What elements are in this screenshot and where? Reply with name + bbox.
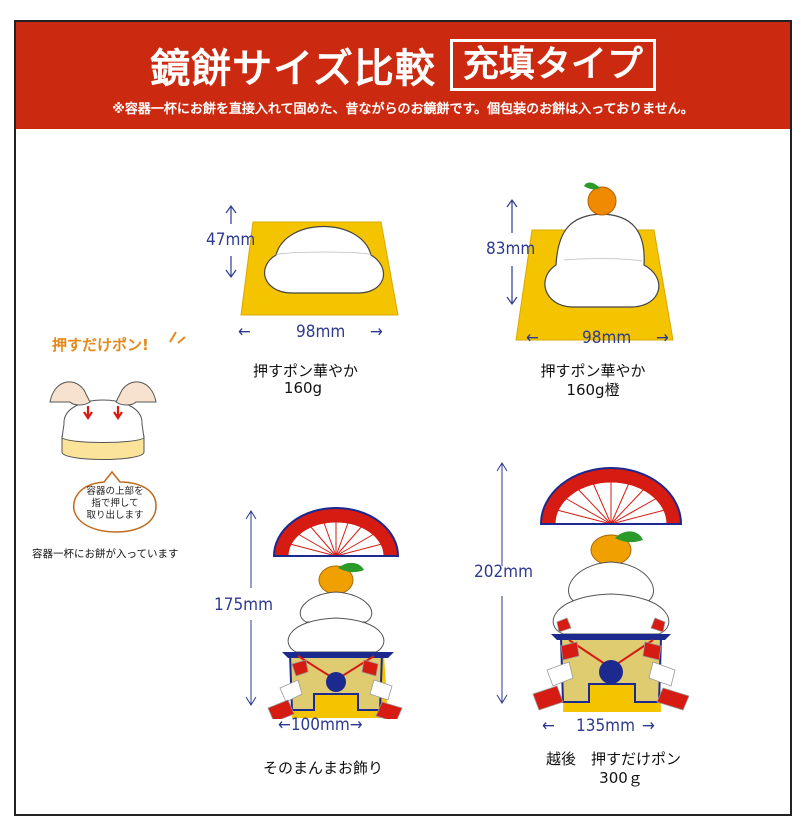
product-4-prefix: 越後 (545, 750, 576, 768)
banner-note: ※容器一杯にお餅を直接入れて固めた、昔ながらのお鏡餅です。個包装のお餅は入ってお… (112, 102, 694, 117)
side-caption: 容器一杯にお餅が入っています (32, 548, 179, 560)
height-arrow-1 (225, 204, 237, 279)
knot-icon (326, 672, 346, 692)
mochi-in-cup (61, 399, 145, 443)
product-4-name: 押すだけポン (590, 750, 681, 768)
width-arrow-right-2: → (656, 328, 669, 348)
leaf-icon (338, 562, 364, 573)
product-1-weight: 160g (283, 379, 323, 397)
bubble-line-2: 指で押して (91, 498, 139, 509)
leaf-icon (584, 182, 600, 190)
mochi-bottom (552, 593, 670, 635)
product-2-weight: 160g橙 (566, 381, 620, 399)
height-arrow-4 (496, 462, 508, 704)
product-4-weight: 300ｇ (599, 769, 643, 787)
mochi-top (568, 561, 654, 603)
push-arrow-right (113, 406, 123, 420)
height-arrow-3 (245, 510, 257, 706)
product-1-name: 押すポン華やか (253, 362, 359, 380)
mochi-shape (544, 213, 660, 308)
product-2-name: 押すポン華やか (540, 362, 646, 380)
product-3-name: そのまんまお飾り (262, 759, 383, 777)
height-label-2: 83mm (486, 239, 536, 259)
bubble-line-3: 取り出します (86, 510, 144, 521)
width-label-3: ←100mm→ (278, 715, 363, 735)
push-illustration (49, 381, 157, 460)
speech-bubble (72, 470, 157, 533)
product-1-illustration (240, 221, 399, 316)
product-3-illustration (267, 507, 403, 719)
mochi-bottom (287, 617, 385, 653)
push-arrow-left (83, 406, 93, 420)
width-arrow-right-1: → (370, 322, 383, 342)
page-frame: 鏡餅サイズ比較 充填タイプ ※容器一杯にお餅を直接入れて固めた、昔ながらのお鏡餅… (14, 20, 792, 816)
product-2-illustration (515, 182, 674, 341)
width-arrow-left-4: ← (542, 716, 555, 736)
bubble-line-1: 容器の上部を (86, 486, 144, 497)
width-label-1: 98mm (296, 322, 346, 342)
leaf-icon (615, 531, 643, 543)
product-4-illustration (532, 467, 690, 712)
knot-icon (599, 660, 623, 684)
height-label-4: 202mm (474, 562, 533, 582)
width-arrow-left-1: ← (238, 322, 251, 342)
mochi-line (563, 258, 643, 262)
right-hand-icon (115, 381, 157, 406)
page-title: 鏡餅サイズ比較 (150, 46, 436, 92)
height-label-3: 175mm (214, 595, 273, 615)
height-label-1: 47mm (206, 230, 256, 250)
left-hand-icon (49, 381, 91, 406)
push-catch: 押すだけポン! (52, 336, 149, 354)
title-banner: 鏡餅サイズ比較 充填タイプ ※容器一杯にお餅を直接入れて固めた、昔ながらのお鏡餅… (16, 22, 790, 129)
mochi-shape (264, 226, 385, 294)
mochi-top (299, 591, 373, 623)
height-arrow-2 (506, 198, 518, 306)
title-row: 鏡餅サイズ比較 充填タイプ (16, 36, 790, 94)
width-arrow-right-4: → (642, 716, 655, 736)
width-label-4: 135mm (576, 716, 635, 736)
mochi-line (275, 251, 372, 256)
type-badge: 充填タイプ (449, 39, 656, 91)
spark-icon (169, 331, 186, 344)
width-label-2: 98mm (582, 328, 632, 348)
orange-icon (587, 186, 617, 216)
width-arrow-left-2: ← (526, 328, 539, 348)
